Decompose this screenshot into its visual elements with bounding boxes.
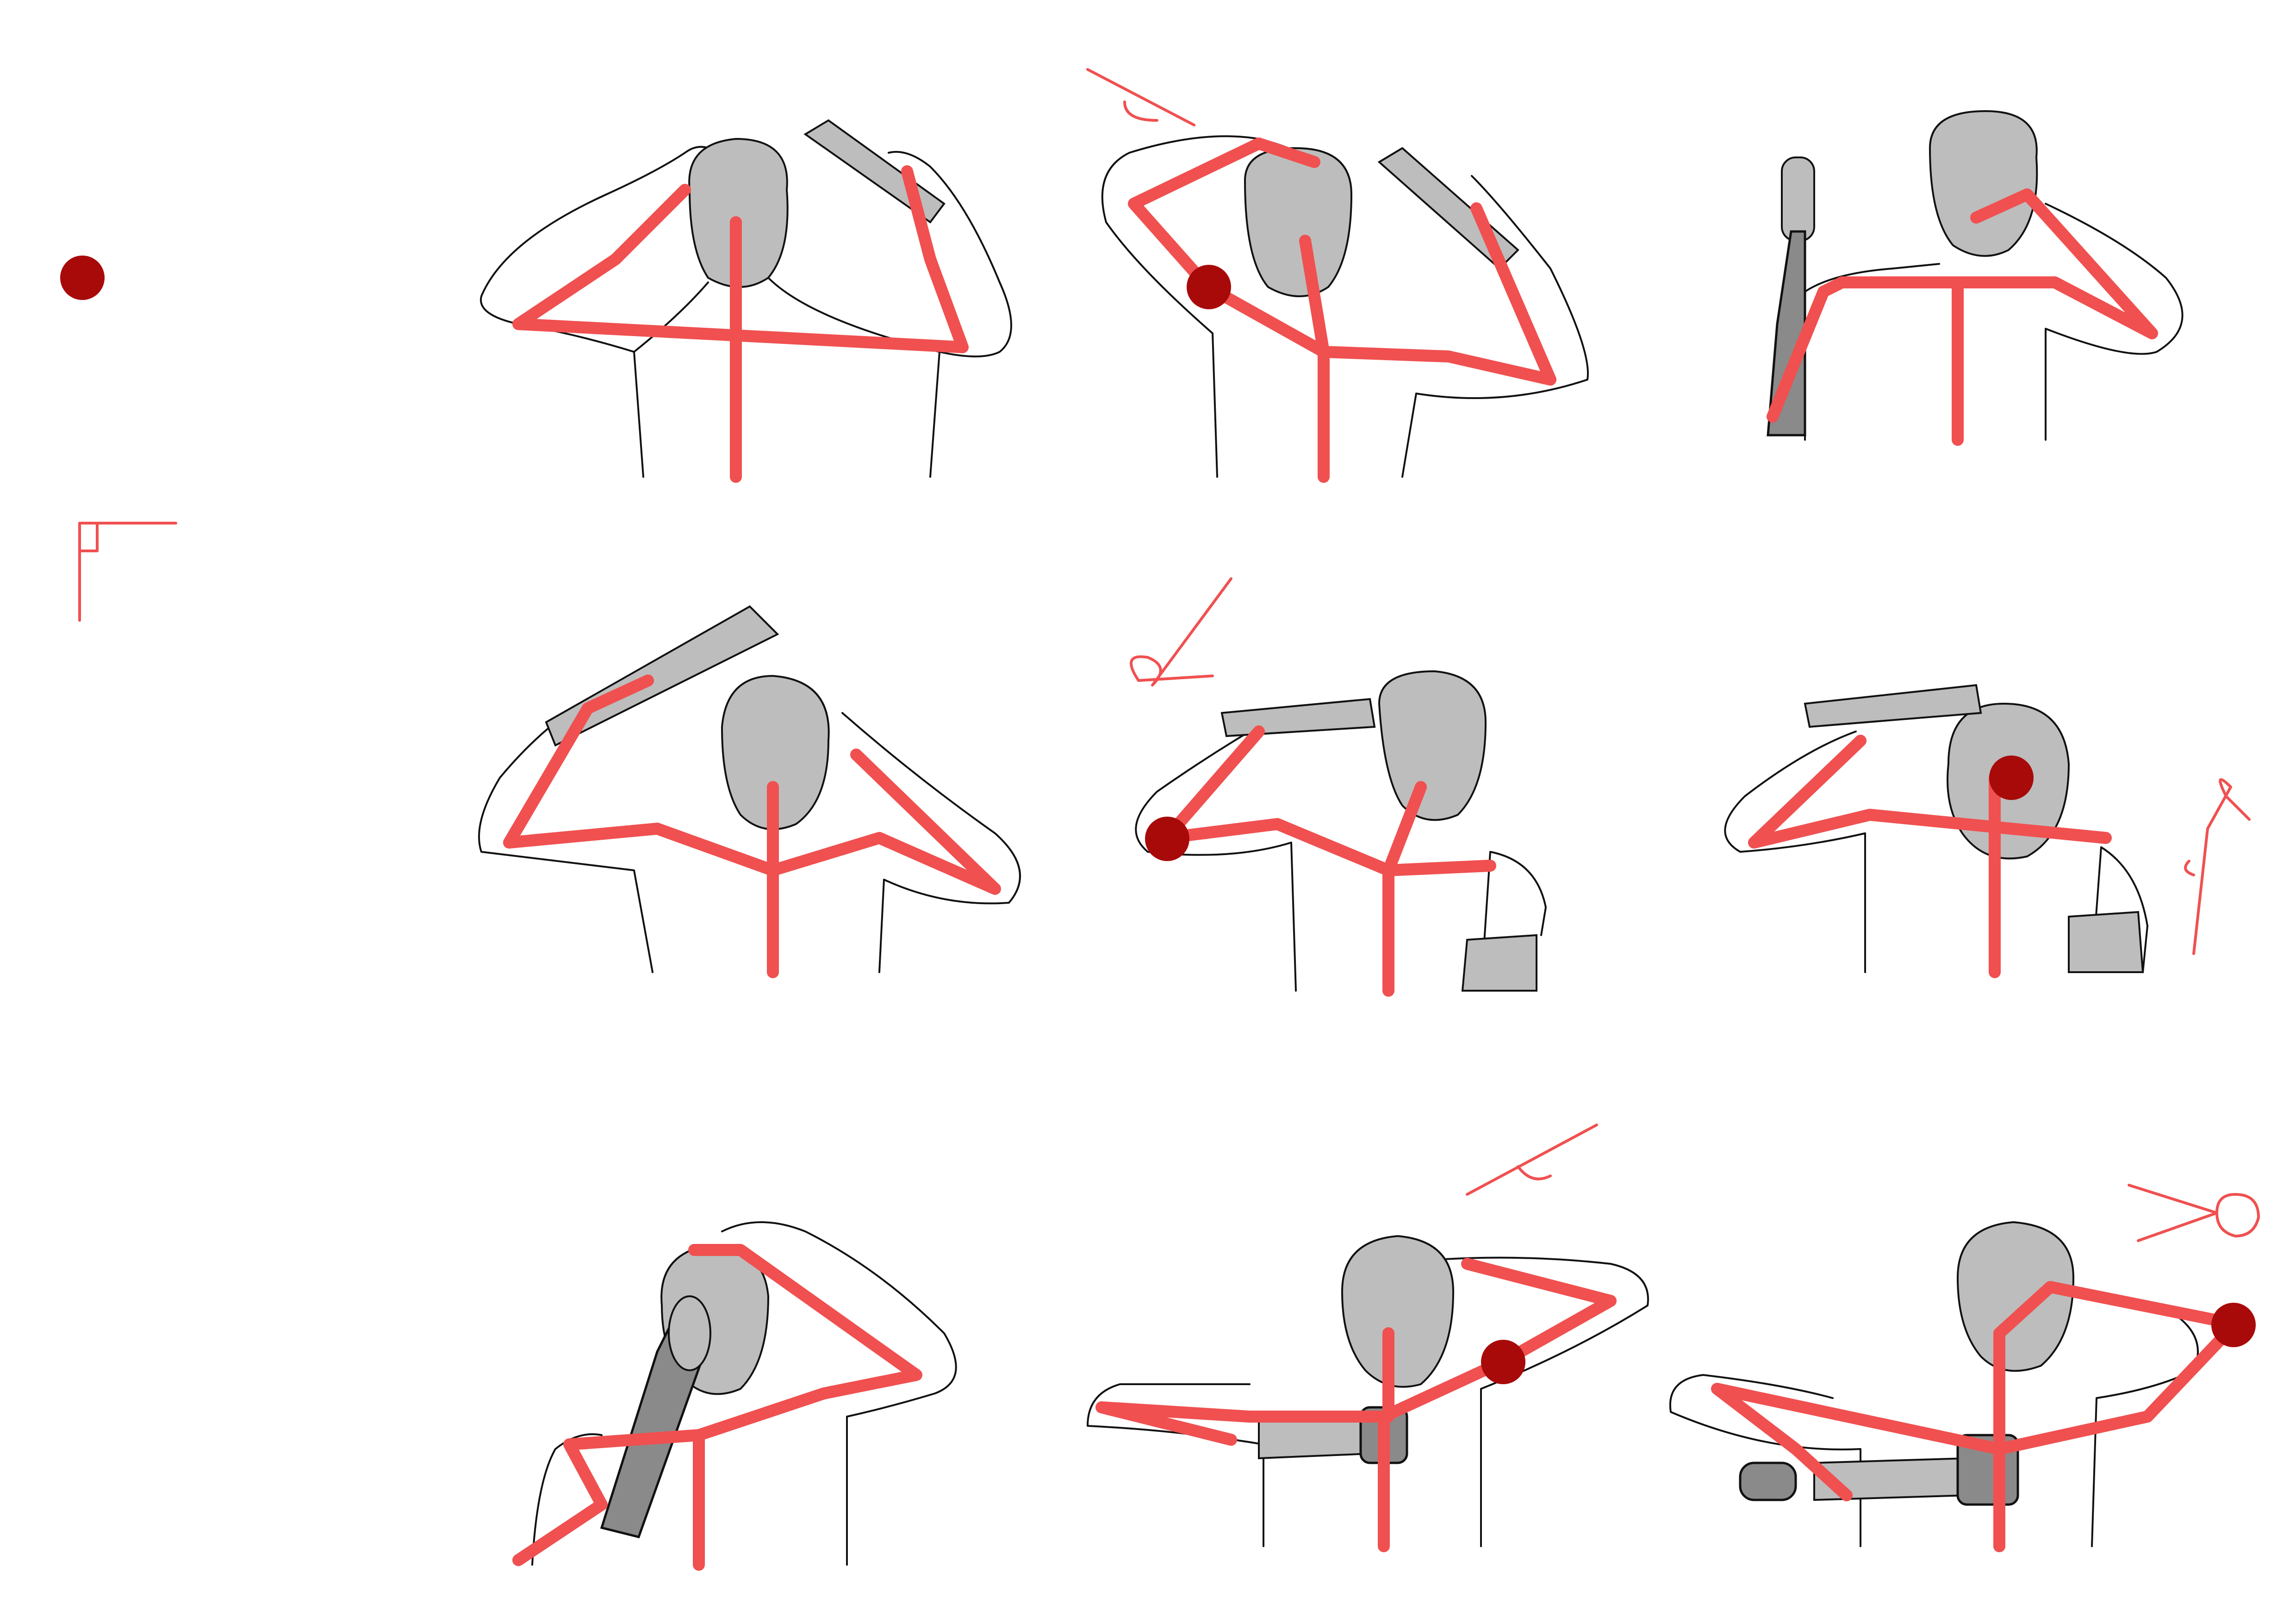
skeleton [1160,725,1496,997]
pose-panel [480,119,1012,483]
pose-panel [1669,1184,2260,1552]
dot-marker-icon [60,256,105,300]
angle-sketch-icon [1130,577,1232,687]
dot-marker-icon [1989,756,2034,800]
skeleton [1128,137,1556,483]
skeleton [512,165,969,483]
pose-panel [1724,684,2251,978]
angle-sketch-icon [1466,1124,1598,1196]
pose-panel [512,1221,957,1571]
angle-sketch-icon [1086,68,1195,126]
skeleton [1748,735,2112,978]
pose-figure-icon [478,675,1021,973]
skeleton [503,675,1001,978]
hair-dryer-icon [1767,156,1815,437]
pose-figure-icon [1087,1235,1649,1547]
pose-figure-icon [1804,110,2184,441]
right-angle-icon [78,522,177,622]
dot-marker-icon [2211,1303,2256,1347]
skeleton [1767,188,2158,446]
skeleton [512,1244,922,1571]
pose-panel [478,605,1021,978]
hair-dryer-icon [1804,684,1982,728]
pose-panel [1087,1124,1649,1552]
legend [60,256,177,622]
hair-dryer-icon [803,119,946,224]
pose-figure-icon [1669,1221,2199,1547]
pose-panel [1767,110,2184,446]
dot-marker-icon [1145,817,1189,861]
hair-dryer-icon [1739,1434,2019,1506]
hair-dryer-icon [545,605,779,747]
pose-panel [1130,577,1547,997]
skeleton [1711,1281,2241,1552]
pose-figure-icon [480,137,1012,478]
angle-sketch-icon [2128,1184,2260,1242]
hair-dryer-icon [600,1295,711,1538]
pose-panel [1086,68,1589,483]
pose-figure-icon [1135,670,1547,992]
angle-sketch-icon [2184,778,2251,955]
dot-marker-icon [1481,1340,1525,1384]
dot-marker-icon [1187,265,1231,309]
hair-dryer-icon [1220,698,1376,737]
